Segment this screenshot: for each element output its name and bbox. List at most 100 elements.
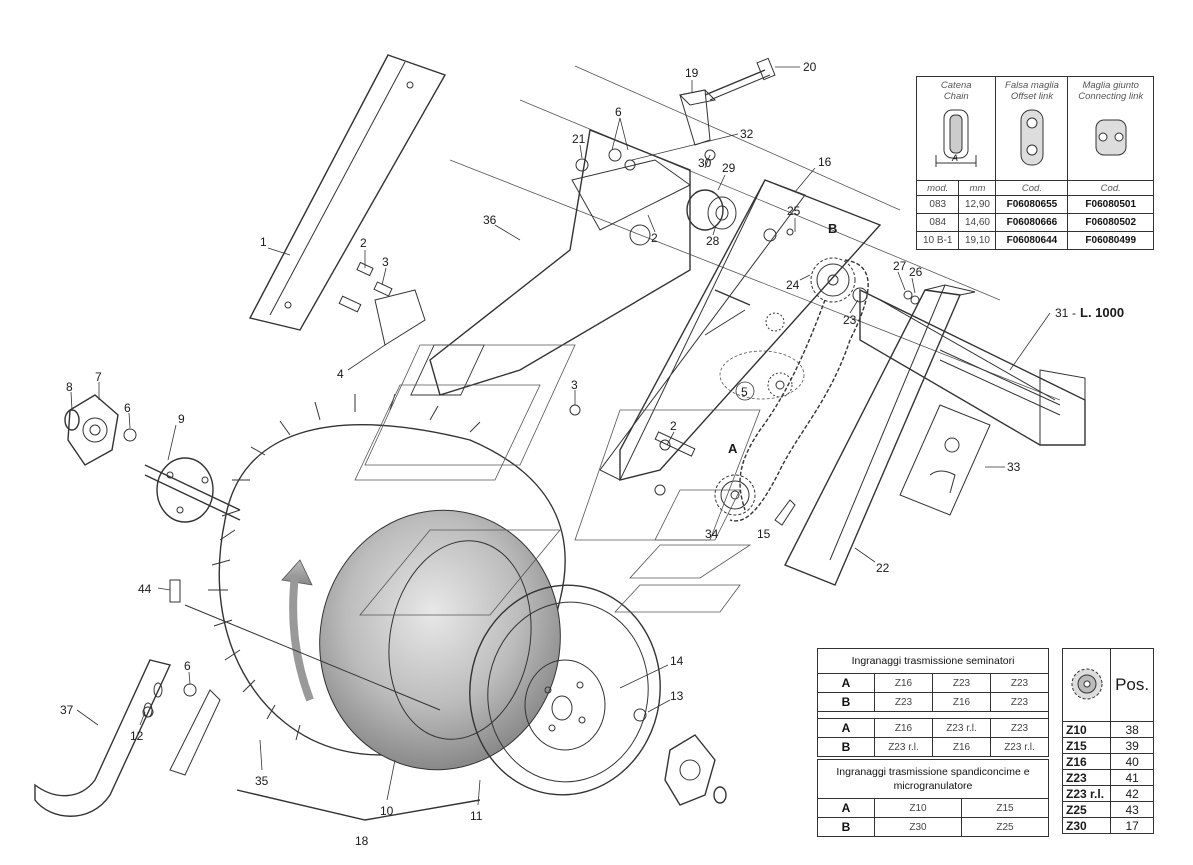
callout-20: 20: [803, 60, 817, 74]
callout-2c: 2: [670, 419, 677, 433]
offset-code-cell: F06080655: [995, 195, 1069, 214]
part-31-square-tube: [859, 288, 1086, 446]
gear-seeders-title: Ingranaggi trasmissione seminatori: [817, 648, 1049, 674]
callout-36: 36: [483, 213, 497, 227]
part-44-valve: [169, 579, 441, 711]
connecting-code-cell: F06080502: [1067, 213, 1154, 232]
pos-header: Pos.: [1110, 648, 1154, 722]
shafts: [704, 289, 1056, 401]
mod-cell: 083: [915, 195, 960, 214]
gear-fertilizer-title-line2: microgranulatore: [893, 780, 973, 792]
row-label: B: [817, 817, 875, 837]
callout-10: 10: [380, 804, 394, 818]
callout-14: 14: [670, 654, 684, 668]
rotation-arrow-icon: [281, 559, 314, 702]
offset-link-icon: [1020, 109, 1044, 166]
small-fasteners: [123, 148, 920, 722]
connecting-link-icon: [1095, 119, 1127, 156]
table-row: B Z30 Z25: [817, 817, 1050, 837]
gear-cell: Z16: [874, 718, 933, 738]
callout-13: 13: [670, 689, 684, 703]
callout-12: 12: [130, 729, 144, 743]
row-label: A: [817, 798, 875, 818]
chain-header-it: Catena: [940, 80, 972, 91]
offset-code-cell: F06080644: [995, 231, 1069, 250]
sprocket-A: [714, 474, 756, 516]
chain-dim-label: A: [951, 153, 958, 163]
callout-29: 29: [722, 161, 736, 175]
offset-header-en: Offset link: [1010, 91, 1054, 102]
callout-19: 19: [685, 66, 699, 80]
chain-header-en: Chain: [943, 91, 969, 102]
table-row: Z23 r.l.42: [1061, 785, 1154, 802]
part-28-bearing: [686, 189, 737, 231]
part-1-side-plate: [248, 54, 447, 331]
gear-cell: Z23: [874, 692, 933, 712]
gear-cell: Z16: [874, 673, 933, 693]
row-label: A: [817, 718, 875, 738]
row-label: A: [817, 673, 875, 693]
connecting-code-cell: F06080499: [1067, 231, 1154, 250]
gear-pos: 43: [1110, 801, 1154, 818]
mm-cell: 19,10: [958, 231, 997, 250]
callout-15: 15: [757, 527, 771, 541]
mod-cell: 084: [915, 213, 960, 232]
offset-header-it: Falsa maglia: [1005, 80, 1059, 91]
sub-cod-offset: Cod.: [995, 180, 1069, 196]
sprocket-pic-cell: [1061, 648, 1112, 722]
part-37-scraper: [34, 659, 221, 817]
row-label: B: [817, 692, 875, 712]
gear-pos: 42: [1110, 785, 1154, 802]
callout-25: 25: [787, 204, 801, 218]
callout-31: 31: [1055, 306, 1069, 320]
gear-pos: 40: [1110, 753, 1154, 770]
drive-chain: [729, 259, 869, 522]
gear-cell: Z30: [874, 817, 962, 837]
callout-9: 9: [178, 412, 185, 426]
gear-cell: Z23: [989, 673, 1050, 693]
chain-link-icon: A: [935, 109, 977, 167]
callout-44: 44: [138, 582, 152, 596]
connecting-header-cell: Maglia giunto Connecting link: [1067, 76, 1154, 181]
part-19-bracket: [678, 89, 717, 146]
callout-18: 18: [355, 834, 369, 848]
callout-27: 27: [893, 259, 907, 273]
outline-guides: [354, 344, 761, 616]
row-label: B: [817, 737, 875, 757]
part-8-ring: [64, 409, 80, 431]
callout-sprocket-B: B: [828, 221, 837, 236]
connecting-header-en: Connecting link: [1078, 91, 1144, 102]
table-row: A Z10 Z15: [817, 798, 1050, 818]
gear-z: Z30: [1061, 817, 1112, 834]
gear-fertilizer-title: Ingranaggi trasmissione spandiconcime e …: [817, 759, 1049, 799]
chain-table: Catena Chain A Falsa maglia Offset link …: [915, 76, 1154, 250]
mod-cell: 10 B-1: [915, 231, 960, 250]
table-row: B Z23 Z16 Z23: [817, 692, 1050, 712]
callout-3a: 3: [382, 255, 389, 269]
part-16-mounting-plate: [599, 179, 882, 481]
callout-33: 33: [1007, 460, 1021, 474]
table-row: A Z16 Z23 Z23: [817, 673, 1050, 693]
table-row: 10 B-1 19,10 F06080644 F06080499: [915, 231, 1154, 250]
part-10-tire: [319, 509, 561, 771]
callout-37: 37: [60, 703, 74, 717]
sprocket-5: [719, 350, 805, 400]
callout-26: 26: [909, 265, 923, 279]
gear-cell: Z23 r.l.: [874, 737, 933, 757]
part-18-assembly-bracket: [236, 789, 481, 821]
callout-6c: 6: [184, 659, 191, 673]
callout-4: 4: [337, 367, 344, 381]
callout-3b: 3: [571, 378, 578, 392]
callout-7: 7: [95, 370, 102, 384]
sub-mod: mod.: [915, 180, 960, 196]
gear-cell: Z25: [960, 817, 1050, 837]
callout-21: 21: [572, 132, 586, 146]
callout-6a: 6: [615, 105, 622, 119]
part-33-sticker: [899, 404, 991, 516]
callout-labels: 1 2 2 2 3 3 4 5 6 6 6 7 8 9 10 11 12: [60, 60, 1124, 848]
table-row: 084 14,60 F06080666 F06080502: [915, 213, 1154, 232]
